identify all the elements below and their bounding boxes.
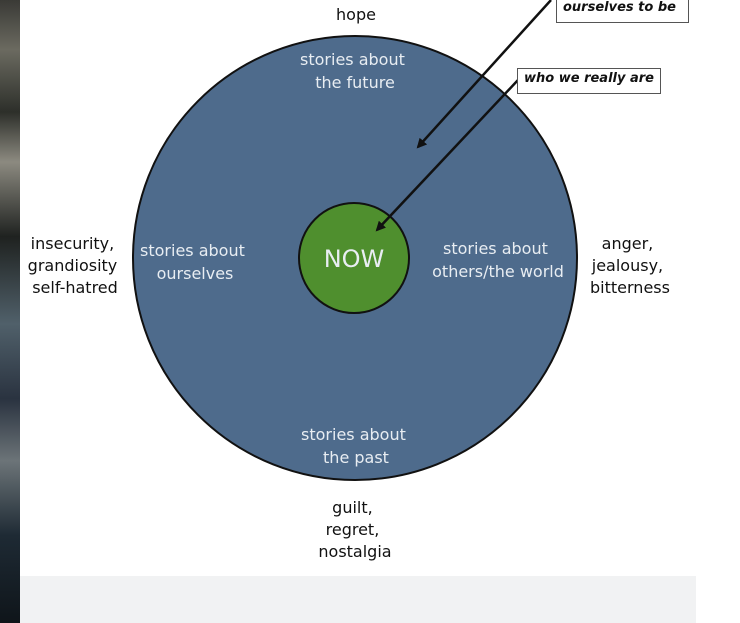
right-emotions-line-2: jealousy,	[591, 256, 663, 275]
arrow-ideal-self	[416, 0, 552, 149]
callout-real-self: who we really are	[517, 68, 661, 94]
future-stories-label: stories about the future	[300, 50, 410, 92]
arrow-real-self	[375, 79, 519, 232]
right-emotions-line-3: bitterness	[590, 278, 670, 297]
left-emotions-label: insecurity, grandiosity self-hatred	[28, 234, 123, 297]
others-stories-label: stories about others/the world	[432, 239, 564, 281]
hope-label: hope	[336, 5, 376, 24]
bottom-emotions-line-1: guilt,	[332, 498, 373, 517]
past-stories-line-1: stories about	[301, 425, 406, 444]
ourselves-stories-line-2: ourselves	[157, 264, 234, 283]
right-emotions-line-1: anger,	[602, 234, 654, 253]
left-emotions-line-2: grandiosity	[28, 256, 118, 275]
past-stories-label: stories about the past	[301, 425, 411, 467]
bottom-emotions-label: guilt, regret, nostalgia	[318, 498, 391, 561]
right-emotions-label: anger, jealousy, bitterness	[590, 234, 670, 297]
bottom-emotions-line-2: regret,	[326, 520, 380, 539]
future-stories-line-1: stories about	[300, 50, 405, 69]
others-stories-line-1: stories about	[443, 239, 548, 258]
ourselves-stories-label: stories about ourselves	[140, 241, 250, 283]
left-emotions-line-1: insecurity,	[31, 234, 115, 253]
left-emotions-line-3: self-hatred	[32, 278, 118, 297]
ourselves-stories-line-1: stories about	[140, 241, 245, 260]
now-label: NOW	[324, 245, 385, 273]
callout-ideal-self: ourselves to be	[556, 0, 689, 23]
others-stories-line-2: others/the world	[432, 262, 564, 281]
future-stories-line-2: the future	[315, 73, 395, 92]
next-slide-preview	[20, 576, 696, 623]
background-photo-strip	[0, 0, 20, 623]
past-stories-line-2: the past	[323, 448, 389, 467]
bottom-emotions-line-3: nostalgia	[318, 542, 391, 561]
